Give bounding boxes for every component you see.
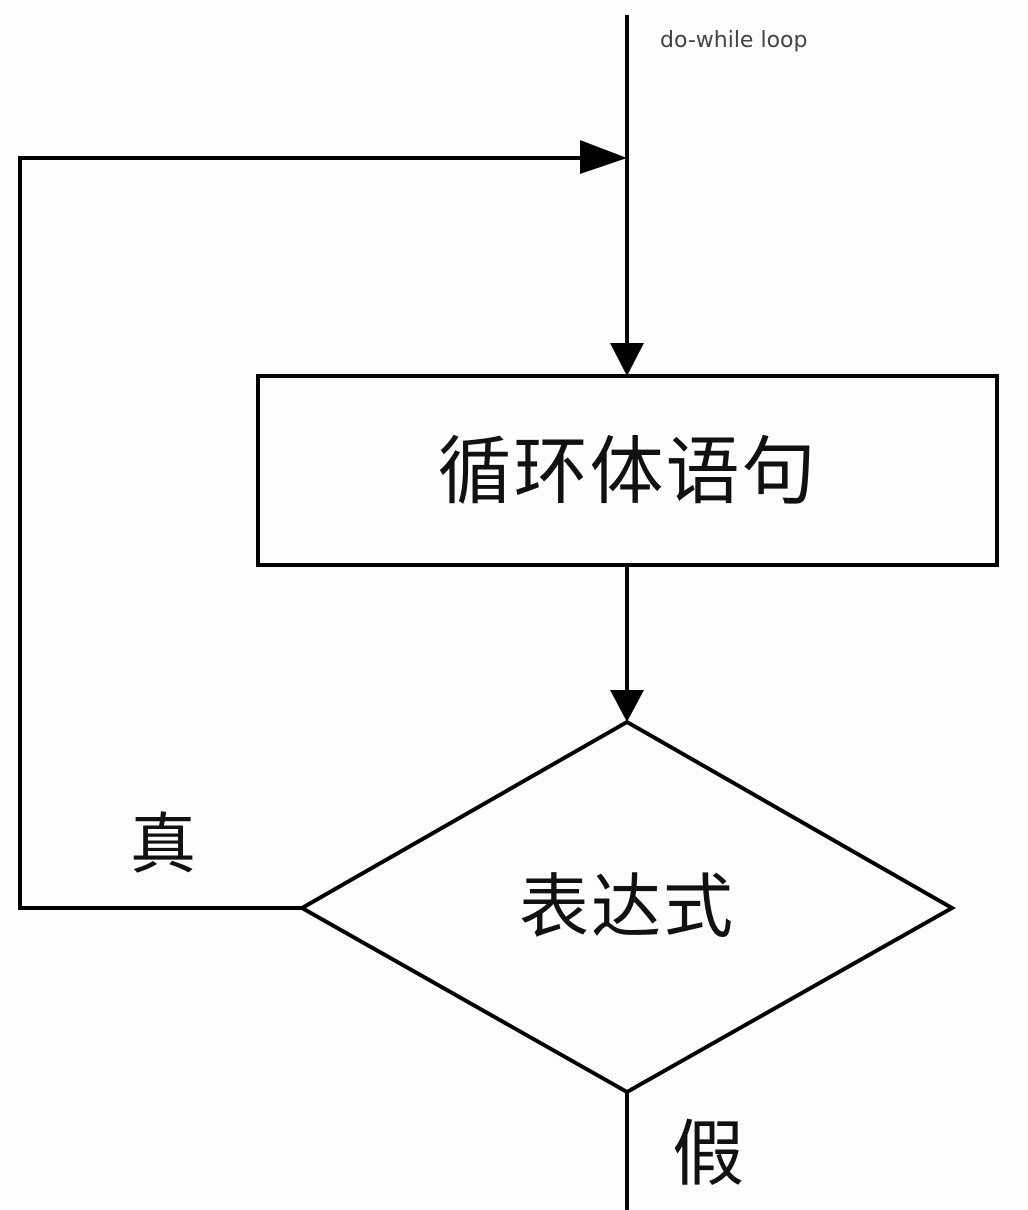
true-branch-arrowhead xyxy=(580,140,627,174)
true-branch-connector xyxy=(18,156,585,910)
diagram-title: do-while loop xyxy=(660,28,808,53)
entry-arrowhead xyxy=(610,343,644,376)
false-branch-label: 假 xyxy=(672,1112,745,1196)
condition-label: 表达式 xyxy=(519,866,735,948)
true-branch-label: 真 xyxy=(130,806,196,883)
loop-body-label: 循环体语句 xyxy=(437,429,818,515)
condition-arrowhead xyxy=(610,690,644,722)
